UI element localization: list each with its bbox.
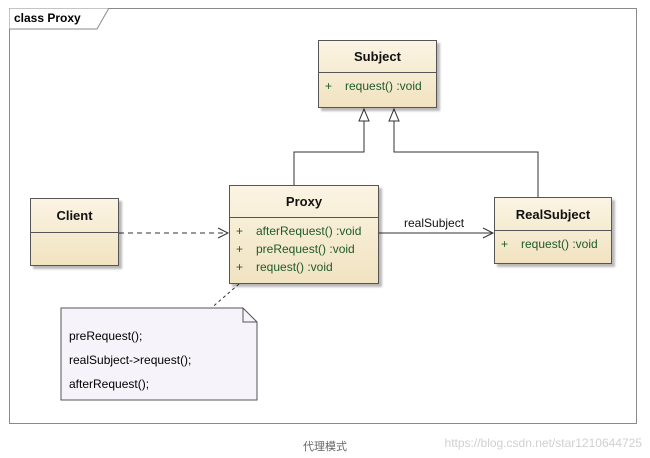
class-client: Client [30, 198, 119, 266]
frame-tab [9, 8, 109, 30]
class-subject: Subject + request() :void [318, 40, 437, 108]
operations: + request() :void [495, 231, 611, 253]
operation-signature: request() :void [521, 237, 598, 251]
operation-signature: afterRequest() :void [256, 224, 362, 238]
class-name: Subject [319, 41, 436, 73]
operations: + afterRequest() :void + preRequest() :voi… [230, 218, 378, 276]
note-line: preRequest(); [69, 329, 143, 343]
operations: + request() :void [319, 73, 436, 95]
association-arrowhead [482, 227, 495, 239]
figure-caption: 代理模式 [303, 441, 347, 453]
generalization-proxy-subject [293, 120, 365, 185]
association-label: realSubject [404, 216, 465, 230]
note-line: afterRequest(); [69, 377, 150, 391]
visibility-marker: + [236, 260, 244, 274]
class-real-subject: RealSubject + request() :void [494, 197, 612, 264]
generalization-arrowhead-realsubject [388, 107, 400, 122]
note-line: realSubject->request(); [69, 353, 192, 367]
frame-label: class Proxy [14, 11, 81, 25]
class-name: Proxy [230, 186, 378, 218]
dependency-arrowhead [217, 227, 230, 239]
operation: + request() :void [495, 235, 611, 253]
visibility-marker: + [325, 79, 333, 93]
operation: + preRequest() :void [230, 240, 378, 258]
operation-signature: request() :void [256, 260, 333, 274]
operation-signature: preRequest() :void [256, 242, 355, 256]
generalization-arrowhead-proxy [358, 107, 370, 122]
generalization-realsubject-subject [393, 120, 539, 197]
operation: + request() :void [230, 258, 378, 276]
watermark: https://blog.csdn.net/star1210644725 [444, 436, 642, 450]
operation: + request() :void [319, 77, 436, 95]
visibility-marker: + [236, 242, 244, 256]
operation: + afterRequest() :void [230, 222, 378, 240]
note-fold [242, 308, 257, 323]
operation-signature: request() :void [345, 79, 422, 93]
class-proxy: Proxy + afterRequest() :void + preRequest(… [229, 185, 379, 284]
note-anchor-line [208, 283, 240, 311]
class-name: Client [31, 199, 118, 233]
visibility-marker: + [236, 224, 244, 238]
note-shape [60, 307, 258, 401]
visibility-marker: + [501, 237, 509, 251]
class-name: RealSubject [495, 198, 611, 231]
